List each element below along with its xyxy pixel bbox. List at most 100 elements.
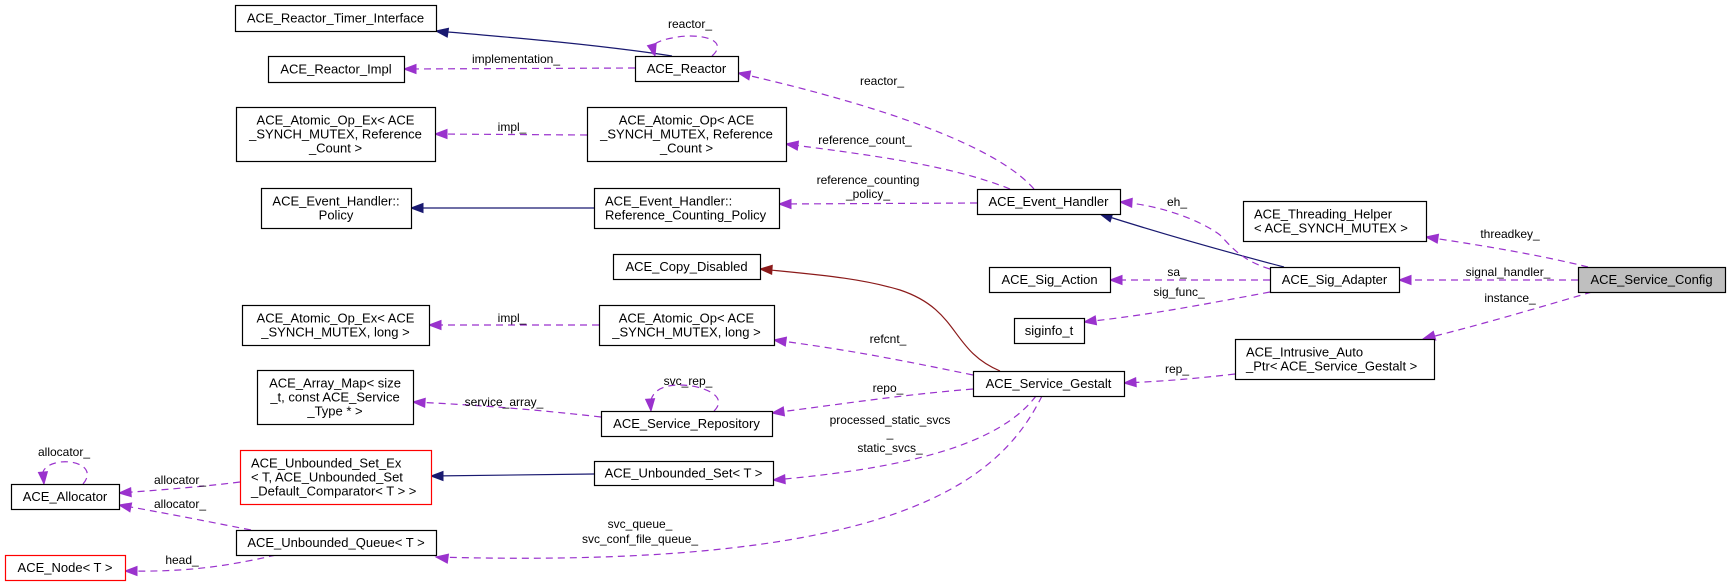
- class-node-unbounded-queue[interactable]: ACE_Unbounded_Queue< T >: [235, 529, 438, 557]
- edge-line: [650, 35, 719, 57]
- node-label: ACE_Service_Gestalt: [986, 376, 1112, 391]
- node-box: [593, 187, 781, 230]
- node-label: ACE_Atomic_Op_Ex< ACE: [257, 311, 415, 326]
- class-node-reactor-impl[interactable]: ACE_Reactor_Impl: [267, 55, 406, 84]
- node-label: ACE_Allocator: [23, 489, 108, 504]
- node-label: < T, ACE_Unbounded_Set: [251, 470, 403, 485]
- class-node-atomic-op-long[interactable]: ACE_Atomic_Op< ACE_SYNCH_MUTEX, long >: [598, 304, 776, 347]
- node-label: _SYNCH_MUTEX, long >: [260, 325, 409, 340]
- node-label: ACE_Atomic_Op_Ex< ACE: [257, 113, 415, 128]
- edge-service_repository-to-service_repository: [644, 384, 720, 413]
- node-label: _Ptr< ACE_Service_Gestalt >: [1245, 359, 1417, 374]
- node-box: [593, 460, 775, 487]
- edge-line: [773, 339, 974, 376]
- node-box: [4, 554, 127, 582]
- edge-arrowhead-icon: [1108, 274, 1123, 286]
- class-node-service-repository[interactable]: ACE_Service_Repository: [600, 410, 774, 438]
- node-box: [1577, 266, 1727, 294]
- edge-unbounded_queue-to-allocator: [117, 502, 252, 531]
- edge-label: instance_: [1484, 291, 1536, 305]
- edge-line: [435, 30, 673, 57]
- class-node-unbounded-set[interactable]: ACE_Unbounded_Set< T >: [593, 460, 775, 487]
- node-label: ACE_Reactor: [647, 61, 727, 76]
- edge-label: head_: [165, 553, 199, 567]
- node-box: [10, 483, 121, 511]
- class-node-atomic-op-ex-long[interactable]: ACE_Atomic_Op_Ex< ACE_SYNCH_MUTEX, long …: [241, 304, 431, 347]
- node-label: ACE_Unbounded_Set< T >: [605, 466, 763, 481]
- edge-line: [118, 481, 241, 494]
- class-node-reactor[interactable]: ACE_Reactor: [634, 55, 740, 83]
- edge-arrowhead-icon: [1082, 315, 1098, 326]
- node-box: [598, 304, 776, 347]
- edge-arrowhead-icon: [427, 319, 442, 331]
- class-node-sig-action[interactable]: ACE_Sig_Action: [988, 266, 1112, 294]
- class-node-event-handler[interactable]: ACE_Event_Handler: [976, 188, 1122, 216]
- edge-event_handler-to-atomic_op_refcount: [784, 140, 1011, 190]
- edge-sig_adapter-to-event_handler: [1118, 197, 1271, 270]
- edge-arrowhead-icon: [117, 502, 133, 513]
- edge-label: repo_: [873, 381, 904, 395]
- edge-intrusive_auto_ptr-to-service_gestalt: [1122, 373, 1236, 388]
- node-label: ACE_Service_Config: [1590, 272, 1712, 287]
- edge-service_config-to-threading_helper: [1424, 233, 1589, 268]
- edge-label: impl_: [498, 311, 527, 325]
- class-node-sig-adapter[interactable]: ACE_Sig_Adapter: [1269, 266, 1401, 294]
- edge-label: _: [886, 426, 894, 440]
- node-box: [1269, 266, 1401, 294]
- node-label: ACE_Sig_Adapter: [1282, 272, 1388, 287]
- edge-atomic_op_long-to-atomic_op_ex_long: [427, 319, 599, 331]
- class-node-siginfo-t[interactable]: siginfo_t: [1013, 317, 1086, 345]
- edge-label: svc_queue_: [608, 517, 673, 531]
- node-label: ACE_Array_Map< size: [269, 376, 401, 391]
- edge-event_handler_rcp-to-event_handler_policy: [409, 202, 594, 214]
- node-box: [612, 253, 762, 281]
- node-box: [241, 304, 431, 347]
- node-box: [600, 410, 774, 438]
- class-node-intrusive-auto-ptr[interactable]: ACE_Intrusive_Auto_Ptr< ACE_Service_Gest…: [1234, 338, 1436, 381]
- node-label: _Count >: [659, 141, 713, 156]
- class-node-event-handler-rcp[interactable]: ACE_Event_Handler::Reference_Counting_Po…: [593, 187, 781, 230]
- node-label: ACE_Unbounded_Set_Ex: [251, 456, 402, 471]
- node-box: [235, 106, 437, 163]
- edge-arrowhead-icon: [434, 27, 450, 38]
- class-node-atomic-op-refcount[interactable]: ACE_Atomic_Op< ACE_SYNCH_MUTEX, Referenc…: [586, 106, 788, 163]
- class-node-node-t[interactable]: ACE_Node< T >: [4, 554, 127, 582]
- class-node-allocator[interactable]: ACE_Allocator: [10, 483, 121, 511]
- class-node-reactor-timer-interface[interactable]: ACE_Reactor_Timer_Interface: [234, 4, 438, 33]
- edge-label: sig_func_: [1153, 285, 1205, 299]
- edge-unbounded_queue-to-node_t: [123, 554, 277, 577]
- node-label: ACE_Reactor_Timer_Interface: [247, 11, 424, 26]
- edge-label: _policy_: [845, 187, 890, 201]
- class-node-threading-helper[interactable]: ACE_Threading_Helper< ACE_SYNCH_MUTEX >: [1242, 200, 1428, 243]
- edge-label: static_svcs_: [857, 441, 923, 455]
- node-label: siginfo_t: [1025, 323, 1074, 338]
- node-box: [988, 266, 1112, 294]
- edge-arrowhead-icon: [772, 336, 788, 347]
- class-node-event-handler-policy[interactable]: ACE_Event_Handler::Policy: [260, 187, 413, 230]
- edge-service_gestalt-to-unbounded_set: [771, 395, 1037, 485]
- edge-arrowhead-icon: [1424, 233, 1440, 244]
- edge-label: sa_: [1167, 265, 1187, 279]
- node-label: _Type * >: [306, 404, 362, 419]
- class-node-service-gestalt[interactable]: ACE_Service_Gestalt: [972, 370, 1126, 398]
- node-box: [267, 55, 406, 84]
- edge-line: [737, 72, 1035, 190]
- edge-unbounded_set-to-unbounded_set_ex: [429, 470, 595, 482]
- class-node-copy-disabled[interactable]: ACE_Copy_Disabled: [612, 253, 762, 281]
- node-label: ACE_Event_Handler: [989, 194, 1110, 209]
- edge-arrowhead-icon: [1118, 197, 1133, 209]
- class-node-array-map[interactable]: ACE_Array_Map< size_t, const ACE_Service…: [256, 369, 415, 426]
- class-node-unbounded-set-ex[interactable]: ACE_Unbounded_Set_Ex< T, ACE_Unbounded_S…: [239, 449, 433, 506]
- edge-line: [435, 395, 1043, 559]
- node-box: [586, 106, 788, 163]
- edge-service_gestalt-to-service_repository: [770, 388, 974, 417]
- node-label: ACE_Node< T >: [18, 560, 113, 575]
- class-node-atomic-op-ex-refcount[interactable]: ACE_Atomic_Op_Ex< ACE_SYNCH_MUTEX, Refer…: [235, 106, 437, 163]
- edge-line: [403, 67, 636, 70]
- edge-service_gestalt-to-atomic_op_long: [772, 336, 974, 376]
- edge-label: svc_conf_file_queue_: [582, 532, 698, 546]
- node-box: [239, 449, 433, 506]
- edge-service_repository-to-array_map: [411, 397, 602, 418]
- edge-arrowhead-icon: [644, 398, 656, 413]
- node-box: [260, 187, 413, 230]
